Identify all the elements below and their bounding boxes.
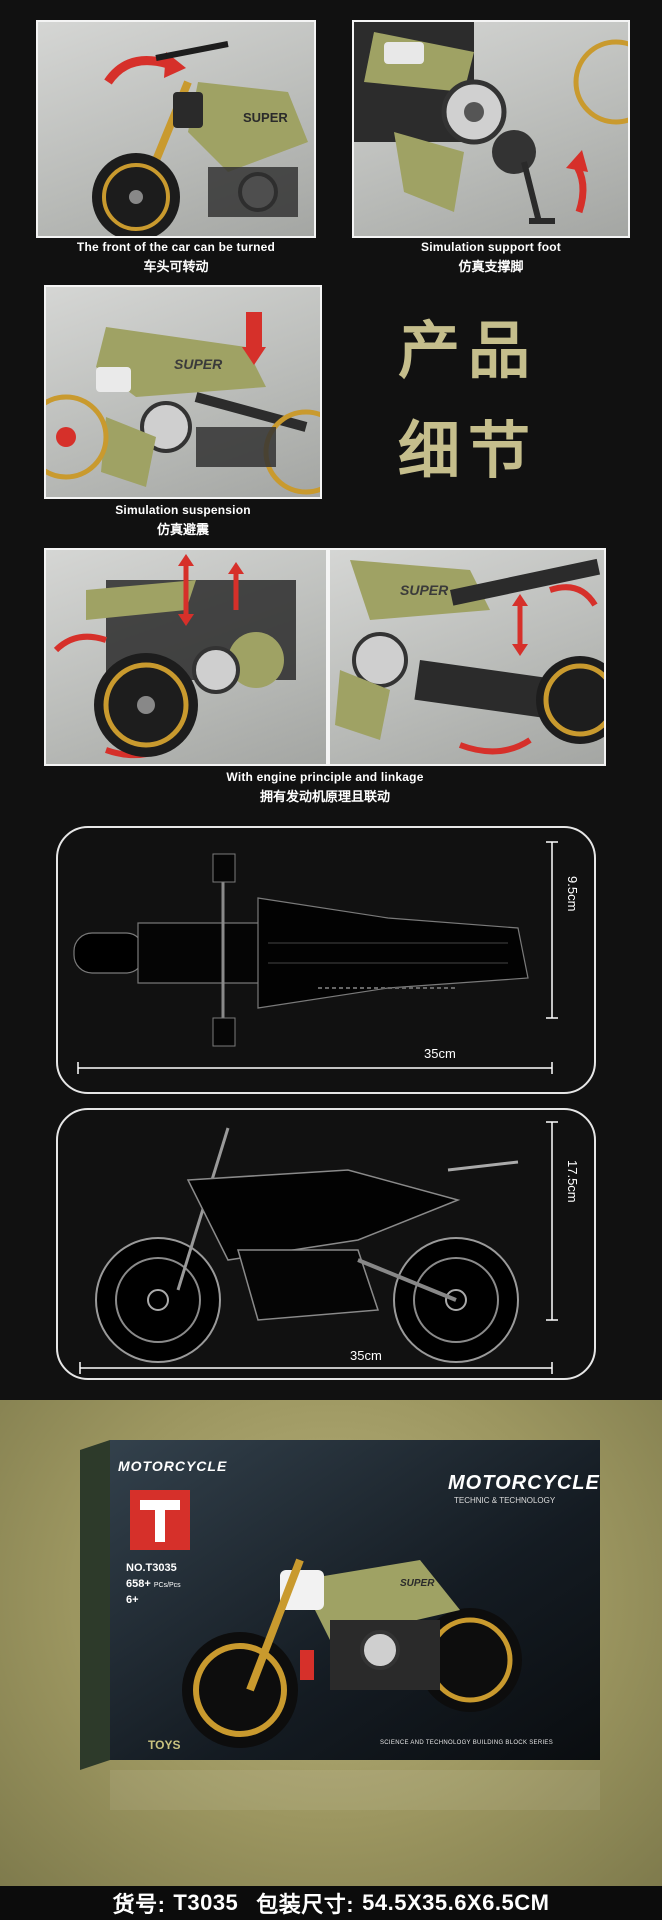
footer-info: 货号: T3035 包装尺寸: 54.5X35.6X6.5CM [0,1886,662,1920]
caption-support-en: Simulation support foot [421,240,561,254]
engine-left-illustration [53,554,296,759]
package-series: SCIENCE AND TECHNOLOGY BUILDING BLOCK SE… [380,1740,554,1746]
photo-engine-right: SUPER [328,548,606,766]
photo-engine-left [44,548,328,766]
motorcycle-suspension-illustration: SUPER [46,312,320,495]
photo-badge-front: SUPER [243,110,288,125]
motorcycle-kickstand-illustration [354,22,628,224]
package-section: MOTORCYCLE MOTORCYCLE TECHNIC & TECHNOLO… [0,1400,662,1890]
top-view-silhouette [73,841,558,1074]
photo-support-foot [352,20,630,238]
side-title-line1: 产品 [398,314,539,387]
footer-size-label: 包装尺寸: [256,1892,355,1917]
top-view-height-label: 9.5cm [565,876,580,912]
package-brand-left: MOTORCYCLE [118,1458,228,1474]
package-brand-right: MOTORCYCLE [448,1472,600,1494]
footer-item-value: T3035 [173,1890,239,1915]
side-view-silhouette [79,1121,558,1374]
top-view-width-label: 35cm [424,1046,456,1061]
package-box-illustration [80,1440,600,1810]
engine-right-illustration: SUPER [335,558,604,755]
package-piece-count: 658+ PCs/Pcs [126,1578,181,1590]
package-piece-number: 658+ [126,1578,151,1590]
motorcycle-front-illustration: SUPER [92,41,308,236]
photo-steering: SUPER [36,20,316,238]
package-pcs-unit: PCs/Pcs [153,1582,181,1589]
caption-engine-en: With engine principle and linkage [226,770,424,784]
package-tank-badge: SUPER [400,1578,435,1589]
dimension-top-view: 35cm 9.5cm [56,826,596,1094]
caption-engine-zh: 拥有发动机原理且联动 [259,789,390,804]
package-toys-label: TOYS [148,1738,181,1752]
side-title-line2: 细节 [398,414,539,487]
package-model-no: NO.T3035 [126,1562,177,1574]
footer-item-label: 货号: [112,1892,166,1917]
caption-support-zh: 仿真支撑脚 [458,259,524,274]
photo-badge-tank: SUPER [174,356,223,372]
footer-size-value: 54.5X35.6X6.5CM [362,1890,550,1915]
svg-text:SUPER: SUPER [400,582,449,598]
caption-suspension-zh: 仿真避震 [156,522,209,537]
dimension-side-view: 35cm 17.5cm [56,1108,596,1380]
caption-steering-zh: 车头可转动 [143,259,209,274]
side-view-height-label: 17.5cm [565,1160,580,1203]
photo-suspension: SUPER [44,285,322,499]
caption-suspension-en: Simulation suspension [115,503,251,517]
side-view-width-label: 35cm [350,1348,382,1363]
caption-steering-en: The front of the car can be turned [76,240,276,254]
package-brand-sub: TECHNIC & TECHNOLOGY [454,1496,556,1505]
package-age: 6+ [126,1594,139,1606]
